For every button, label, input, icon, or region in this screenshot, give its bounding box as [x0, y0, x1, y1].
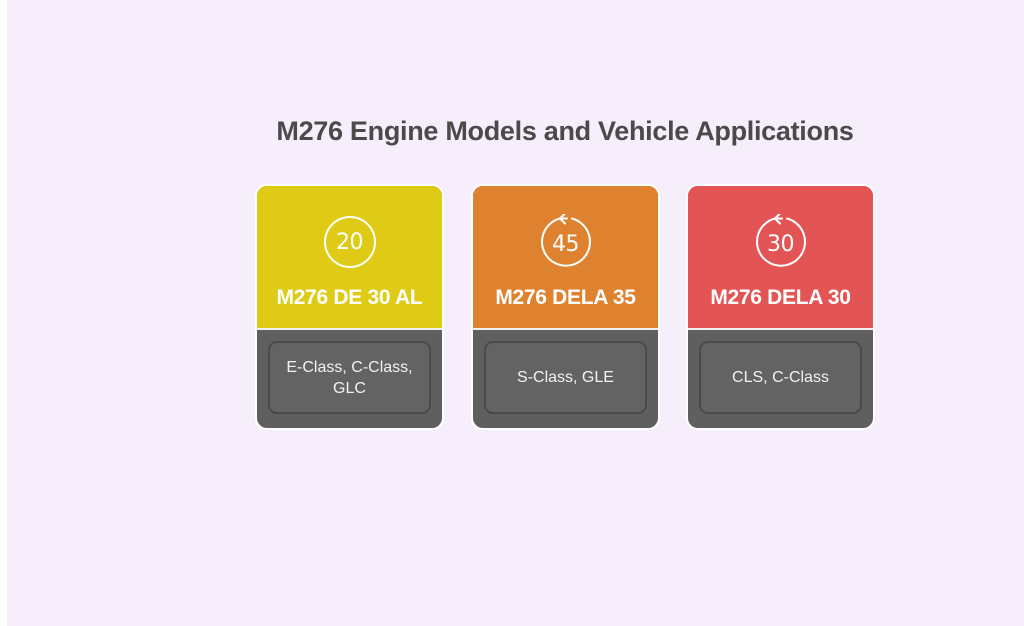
vehicle-applications-box: CLS, C-Class	[699, 341, 862, 414]
engine-model-label: M276 DELA 30	[710, 286, 851, 309]
vehicle-applications-text: S-Class, GLE	[517, 369, 614, 386]
card-divider	[473, 328, 658, 330]
card-divider	[688, 328, 873, 330]
engine-card-2: 45 M276 DELA 35 S-Class, GLE	[471, 184, 660, 430]
card-divider	[257, 328, 442, 330]
engine-card-1: 20 M276 DE 30 AL E-Class, C-Class, GLC	[255, 184, 444, 430]
card-header: 30 M276 DELA 30	[688, 186, 873, 328]
card-header: 20 M276 DE 30 AL	[257, 186, 442, 328]
icon-number: 30	[767, 231, 795, 257]
engine-model-label: M276 DE 30 AL	[276, 286, 423, 309]
circle-number-icon: 20	[322, 214, 378, 270]
diagram-title: M276 Engine Models and Vehicle Applicati…	[276, 116, 854, 146]
icon-number: 20	[336, 229, 364, 255]
card-header: 45 M276 DELA 35	[473, 186, 658, 328]
engine-model-label: M276 DELA 35	[495, 286, 636, 309]
vehicle-applications-text: E-Class, C-Class, GLC	[286, 358, 413, 397]
vehicle-applications-box: S-Class, GLE	[484, 341, 647, 414]
counterclockwise-arrow-circle-icon: 30	[753, 214, 809, 270]
engine-card-3: 30 M276 DELA 30 CLS, C-Class	[686, 184, 875, 430]
vehicle-applications-box: E-Class, C-Class, GLC	[268, 341, 431, 414]
counterclockwise-arrow-circle-icon: 45	[538, 214, 594, 270]
icon-number: 45	[552, 231, 580, 257]
vehicle-applications-text: CLS, C-Class	[732, 369, 829, 386]
